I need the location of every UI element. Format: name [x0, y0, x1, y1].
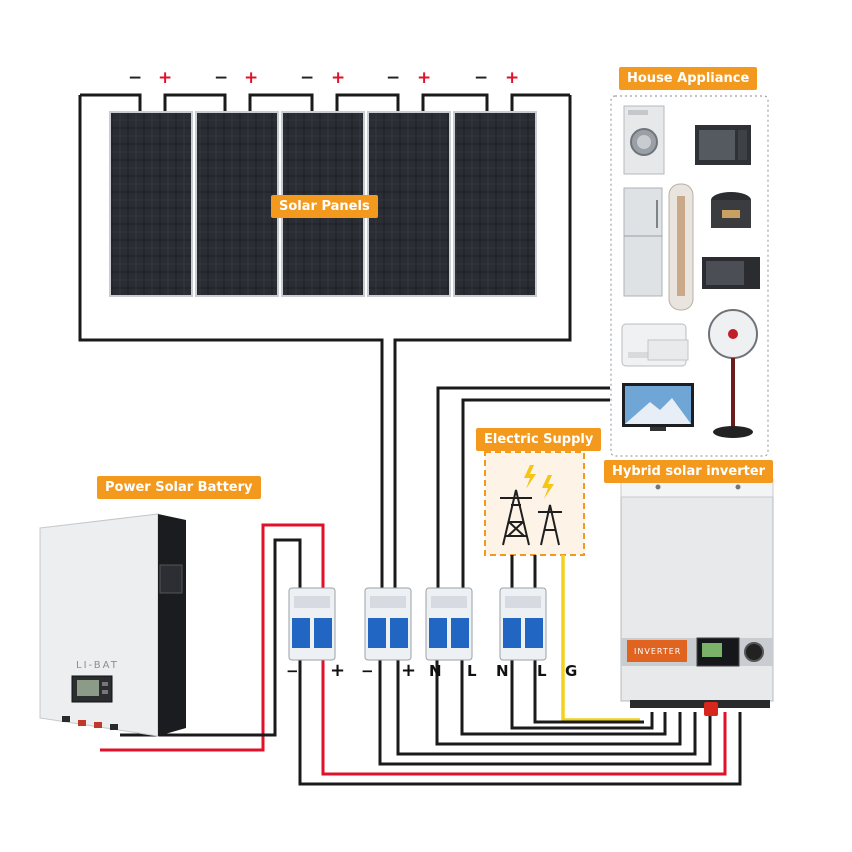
hybrid-solar-inverter-label: Hybrid solar inverter	[604, 460, 774, 483]
circuit-breaker-load	[425, 587, 473, 661]
battery-unit	[39, 513, 186, 737]
panel-terminal-plus: +	[417, 68, 432, 88]
breaker-terminal-g: G	[565, 662, 578, 680]
inverter-control-knob	[744, 642, 764, 662]
electric-supply-label: Electric Supply	[476, 428, 602, 451]
breaker-terminal-plus: +	[401, 660, 417, 681]
circuit-breaker-pv	[364, 587, 412, 661]
panel-terminal-plus: +	[158, 68, 173, 88]
refrigerator-icon	[623, 187, 663, 297]
washing-machine-icon	[623, 105, 665, 175]
panel-terminal-plus: +	[505, 68, 520, 88]
panel-wiring	[78, 93, 572, 600]
panel-terminal-minus: −	[128, 68, 143, 88]
transmission-tower-icon	[500, 489, 562, 546]
panel-terminal-plus: +	[244, 68, 259, 88]
appliance-box	[610, 95, 769, 457]
oven-icon	[695, 125, 751, 165]
breaker-terminal-n: N	[429, 662, 442, 680]
solar-panel	[367, 111, 451, 297]
circuit-breaker-grid	[499, 587, 547, 661]
breaker-terminal-l: L	[467, 662, 477, 680]
solar-panels	[109, 111, 537, 297]
inverter-brand-text: INVERTER	[634, 647, 682, 656]
appliance-icons	[621, 105, 760, 438]
breaker-terminal-minus: −	[286, 662, 299, 680]
breaker-terminal-n: N	[496, 662, 509, 680]
standing-fan-icon	[708, 309, 758, 438]
panel-terminal-minus: −	[474, 68, 489, 88]
air-conditioner-icon	[621, 323, 689, 367]
ground-wire	[561, 555, 640, 722]
panel-terminal-plus: +	[331, 68, 346, 88]
electric-supply-box	[484, 451, 585, 556]
lightning-icon	[524, 465, 554, 499]
panel-terminal-minus: −	[386, 68, 401, 88]
rice-cooker-icon	[711, 192, 751, 228]
house-appliance-label: House Appliance	[619, 67, 758, 90]
circuit-breakers	[288, 587, 547, 661]
power-solar-battery-label: Power Solar Battery	[97, 476, 261, 499]
breaker-terminal-l: L	[537, 662, 547, 680]
battery-brand-text: LI-BAT	[76, 660, 119, 671]
solar-panel	[195, 111, 279, 297]
breaker-to-inverter	[298, 655, 742, 786]
battery-wiring	[100, 523, 325, 752]
solar-panel	[109, 111, 193, 297]
television-icon	[622, 383, 694, 431]
inverter-brand-strip	[627, 640, 687, 662]
breaker-terminal-plus: +	[330, 660, 346, 681]
inverter-unit	[620, 478, 774, 716]
solar-panel	[453, 111, 537, 297]
air-purifier-icon	[668, 183, 694, 311]
solar-panels-label: Solar Panels	[271, 195, 378, 218]
circuit-breaker-battery	[288, 587, 336, 661]
breaker-terminal-minus: −	[361, 662, 374, 680]
panel-terminal-minus: −	[300, 68, 315, 88]
panel-terminal-minus: −	[214, 68, 229, 88]
microwave-icon	[702, 257, 760, 289]
